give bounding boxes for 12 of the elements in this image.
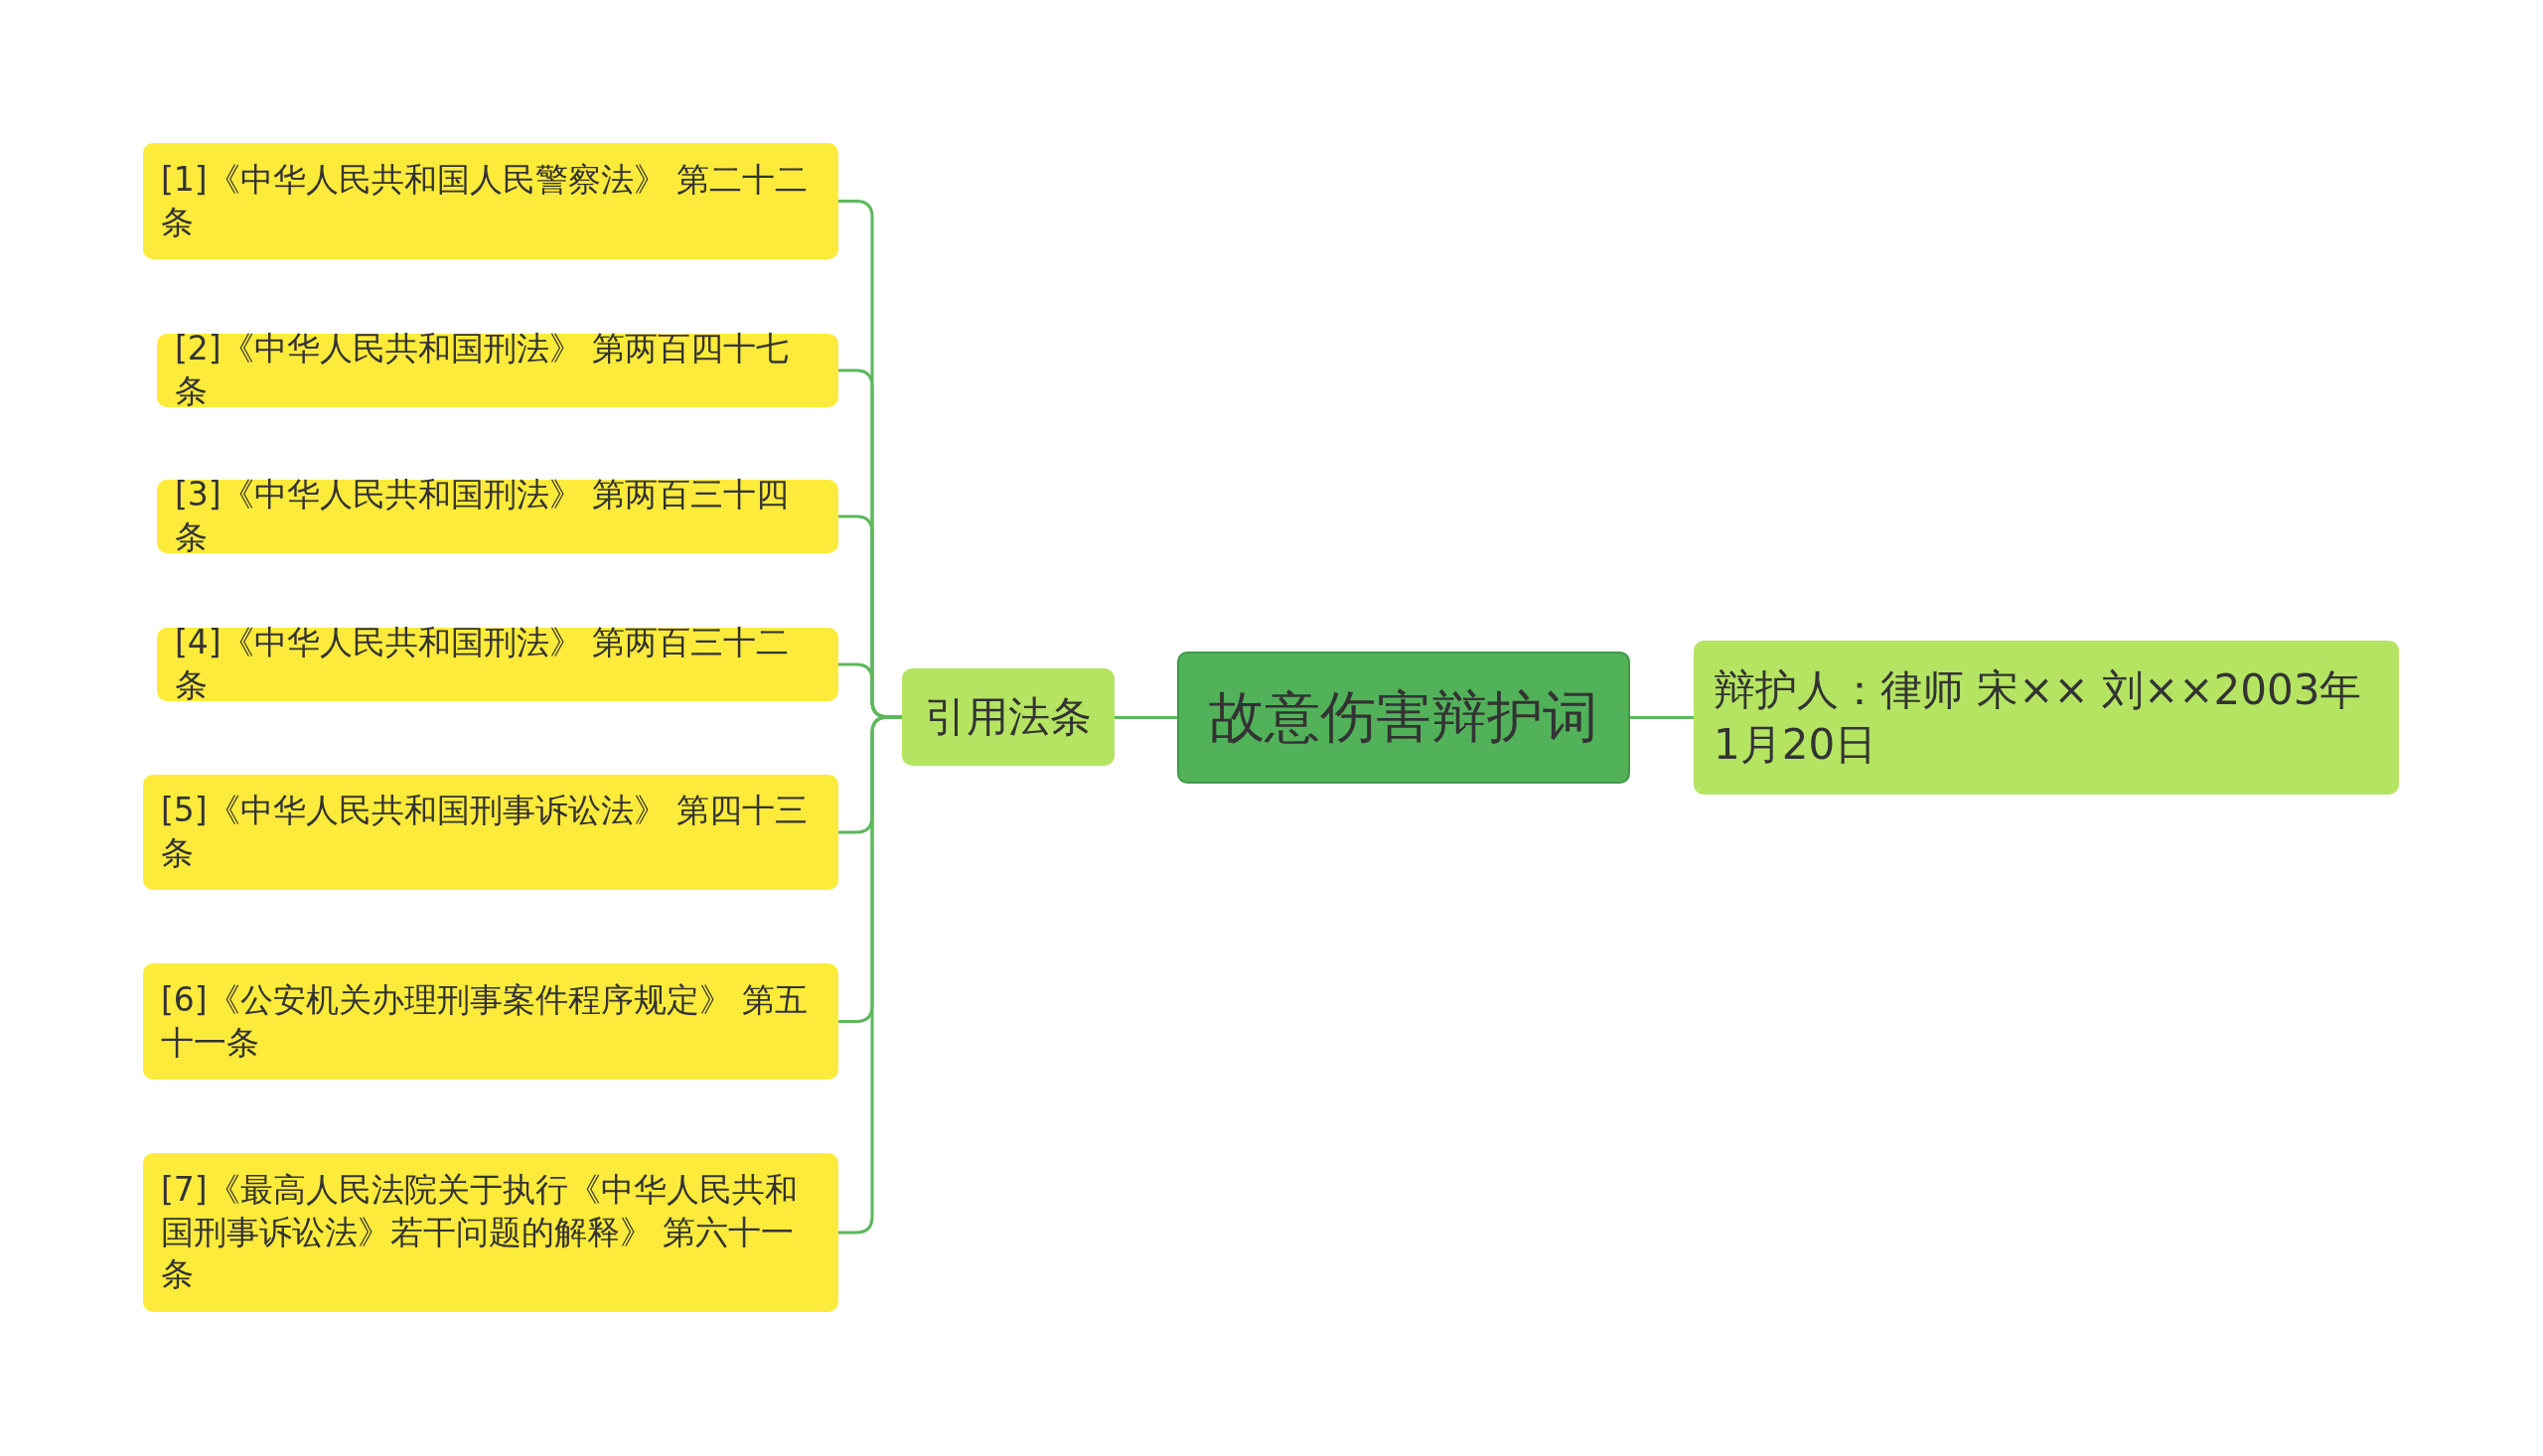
leaf-box: [7]《最高人民法院关于执行《中华人民共和国刑事诉讼法》若干问题的解释》 第六十一条 [143,1153,838,1312]
leaf-box: [4]《中华人民共和国刑法》 第两百三十二条 [157,628,838,701]
leaf-box: [1]《中华人民共和国人民警察法》 第二十二条 [143,143,838,259]
connector-line [1115,716,1177,719]
branch-box: 引用法条 [902,668,1115,766]
leaf-box: [5]《中华人民共和国刑事诉讼法》 第四十三条 [143,775,838,890]
connector-line [1630,716,1694,719]
leaf-box: [3]《中华人民共和国刑法》 第两百三十四条 [157,480,838,553]
central-topic-box: 故意伤害辩护词 [1177,652,1630,784]
leaf-box: [6]《公安机关办理刑事案件程序规定》 第五十一条 [143,963,838,1080]
leaf-box: [2]《中华人民共和国刑法》 第两百四十七条 [157,334,838,407]
note-box: 辩护人：律师 宋×× 刘××2003年1月20日 [1694,641,2399,795]
